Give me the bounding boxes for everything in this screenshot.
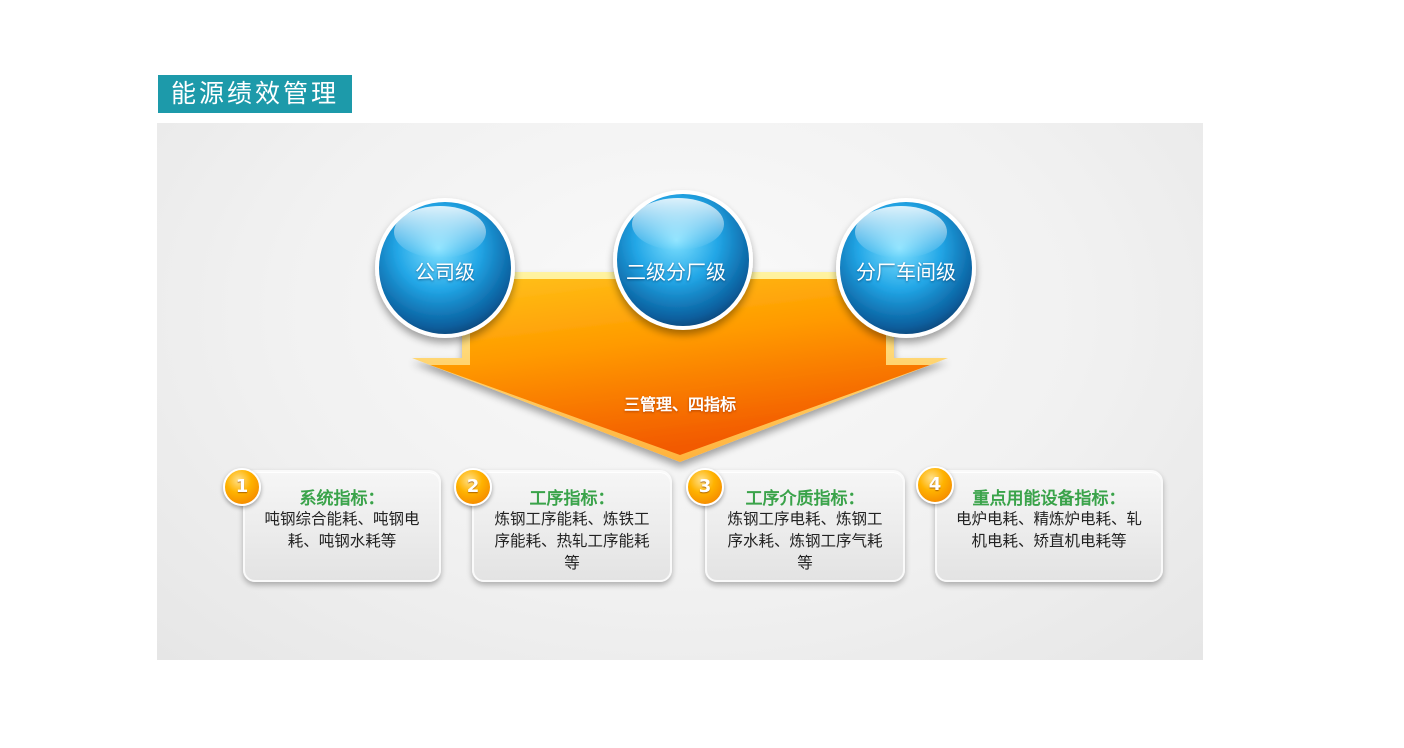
orb-workshop — [836, 198, 976, 338]
indicator-number-badge: 1 — [223, 468, 261, 506]
page-title: 能源绩效管理 — [158, 75, 352, 113]
indicator-body: 炼钢工序能耗、炼铁工序能耗、热轧工序能耗等 — [494, 510, 650, 572]
indicator-title: 工序指标： — [529, 489, 615, 509]
level-label-branch-factory: 二级分厂级 — [626, 260, 726, 284]
level-label-company: 公司级 — [415, 260, 475, 284]
down-arrow-shape — [412, 272, 948, 462]
indicator-title: 工序介质指标： — [745, 489, 865, 509]
indicator-body: 电炉电耗、精炼炉电耗、轧机电耗、矫直机电耗等 — [955, 510, 1142, 550]
indicator-card-process: 工序指标： 炼钢工序能耗、炼铁工序能耗、热轧工序能耗等 — [472, 470, 672, 582]
indicator-card-process-medium: 工序介质指标： 炼钢工序电耗、炼钢工序水耗、炼钢工序气耗等 — [705, 470, 905, 582]
indicator-title: 系统指标： — [299, 489, 385, 509]
orb-branch-factory — [613, 190, 753, 330]
arrow-label: 三管理、四指标 — [623, 395, 736, 414]
indicator-number-badge: 4 — [916, 466, 954, 504]
indicator-card-key-equipment: 重点用能设备指标： 电炉电耗、精炼炉电耗、轧机电耗、矫直机电耗等 — [935, 470, 1163, 582]
level-label-workshop: 分厂车间级 — [856, 260, 956, 284]
indicator-number-badge: 3 — [686, 468, 724, 506]
indicator-number-badge: 2 — [454, 468, 492, 506]
indicator-body: 炼钢工序电耗、炼钢工序水耗、炼钢工序气耗等 — [727, 510, 883, 572]
indicator-body: 吨钢综合能耗、吨钢电耗、吨钢水耗等 — [264, 510, 420, 550]
orb-company — [375, 198, 515, 338]
indicator-title: 重点用能设备指标： — [972, 489, 1126, 509]
indicator-card-system: 系统指标： 吨钢综合能耗、吨钢电耗、吨钢水耗等 — [243, 470, 441, 582]
